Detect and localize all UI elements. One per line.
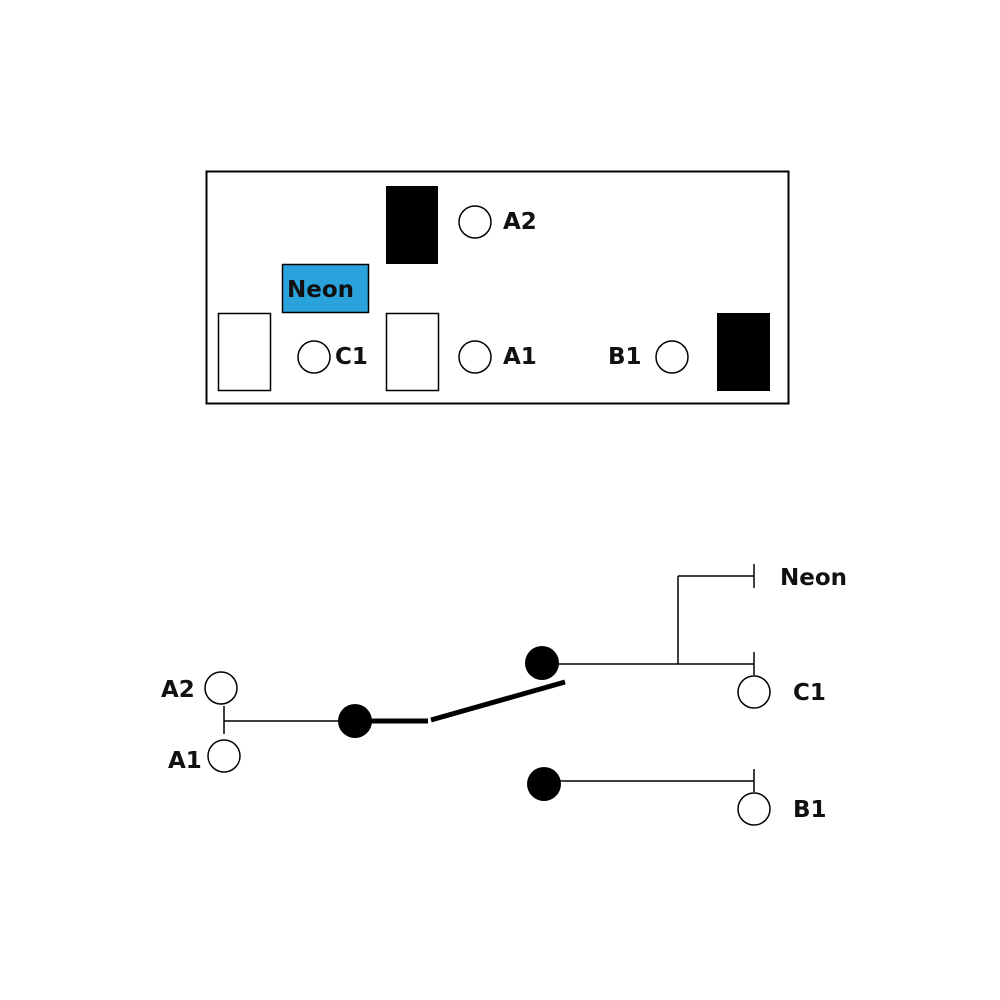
neon-indicator bbox=[281, 263, 370, 314]
relay-top-view: A2 Neon C1 A1 B1 bbox=[205, 170, 790, 405]
switch-arm bbox=[430, 679, 566, 723]
b1-contact bbox=[527, 767, 561, 801]
pin-a2-label: A2 bbox=[503, 209, 537, 235]
pin-b1-circle bbox=[655, 340, 689, 374]
pin-c1-circle bbox=[297, 340, 331, 374]
pivot-contact bbox=[338, 704, 372, 738]
coil-a2-circle bbox=[204, 671, 238, 705]
coil-a2-label: A2 bbox=[161, 677, 195, 703]
pin-a1-circle bbox=[458, 340, 492, 374]
c1-terminal-circle bbox=[737, 675, 771, 709]
pin-a2-circle bbox=[458, 205, 492, 239]
neon-indicator-label: Neon bbox=[287, 277, 354, 303]
b1-label: B1 bbox=[793, 797, 827, 823]
terminal-block-right bbox=[717, 313, 770, 391]
coil-a1-label: A1 bbox=[168, 748, 202, 774]
c1-contact bbox=[525, 646, 559, 680]
relay-outline bbox=[205, 170, 790, 405]
relay-schematic: A2 A1 C1 Neon B1 bbox=[161, 564, 847, 826]
neon-label: Neon bbox=[780, 565, 847, 591]
pin-a1-label: A1 bbox=[503, 344, 537, 370]
c1-label: C1 bbox=[793, 680, 826, 706]
coil-a1-circle bbox=[207, 739, 241, 773]
terminal-block-top bbox=[386, 186, 438, 264]
pin-b1-label: B1 bbox=[608, 344, 642, 370]
b1-terminal-circle bbox=[737, 792, 771, 826]
pin-c1-label: C1 bbox=[335, 344, 368, 370]
terminal-block-left bbox=[217, 312, 272, 392]
terminal-block-middle bbox=[385, 312, 440, 392]
